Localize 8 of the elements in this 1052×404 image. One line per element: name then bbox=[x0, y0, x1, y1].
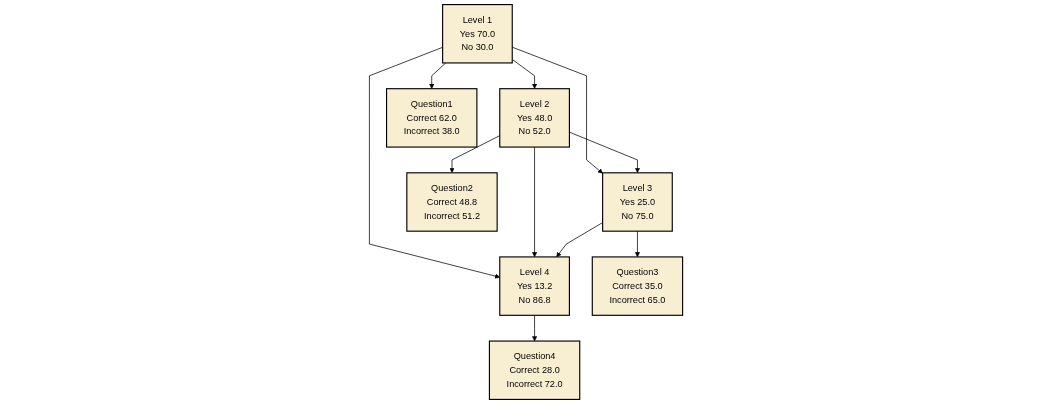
node-box: Level 2 Yes 48.0 No 52.0 bbox=[499, 88, 570, 148]
node-box: Question4 Correct 28.0 Incorrect 72.0 bbox=[488, 340, 581, 400]
node-box: Level 4 Yes 13.2 No 86.8 bbox=[499, 256, 570, 316]
node-box: Question3 Correct 35.0 Incorrect 65.0 bbox=[591, 256, 684, 316]
node-box: Level 1 Yes 70.0 No 30.0 bbox=[442, 4, 513, 64]
node-box: Question2 Correct 48.8 Incorrect 51.2 bbox=[406, 172, 498, 232]
node-box: Question1 Correct 62.0 Incorrect 38.0 bbox=[386, 88, 478, 148]
node-box: Level 3 Yes 25.0 No 75.0 bbox=[602, 172, 673, 232]
